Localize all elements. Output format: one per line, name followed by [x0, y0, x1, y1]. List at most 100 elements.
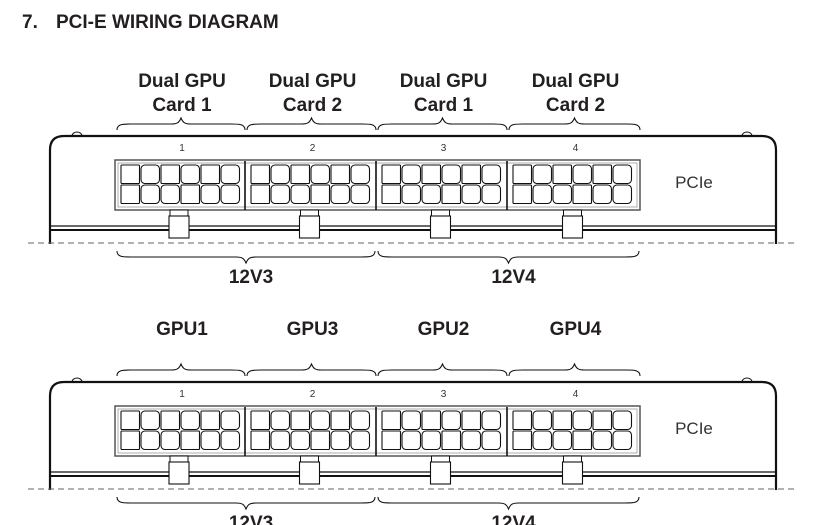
connector-pin — [350, 184, 371, 205]
connector-pin — [220, 164, 241, 185]
rail-label: 12V3 — [229, 267, 273, 288]
connector-pin — [461, 430, 482, 451]
connector-pin — [532, 164, 553, 185]
connector-pin — [310, 164, 331, 185]
top-label-line: Card 1 — [152, 95, 212, 116]
connector-pin — [592, 410, 613, 431]
connector-pin — [220, 410, 241, 431]
connector-pin — [270, 430, 291, 451]
connector-top-label: Dual GPU Card 2 — [532, 71, 620, 116]
top-brace — [377, 116, 508, 131]
connector-pin — [421, 164, 442, 185]
connector-pin — [160, 164, 181, 185]
latch-clip — [431, 455, 450, 463]
connector-pin — [421, 430, 442, 451]
connector-pin — [481, 410, 502, 431]
connector-pin — [381, 430, 402, 451]
connector-pin — [532, 430, 553, 451]
connector-pin — [552, 164, 573, 185]
connector-pin — [250, 430, 271, 451]
connector-pin — [572, 164, 593, 185]
latch-tab — [561, 461, 584, 485]
connector-pin — [481, 184, 502, 205]
latch-clip — [169, 209, 189, 217]
connector-pin — [250, 184, 271, 205]
rail-label: 12V3 — [229, 513, 273, 525]
connector-3: 3 — [375, 389, 502, 485]
connector-pin — [200, 164, 221, 185]
connector-pin — [512, 410, 533, 431]
top-label-line: Dual GPU — [532, 71, 620, 92]
housing-outline — [48, 134, 778, 244]
top-brace — [508, 116, 641, 131]
latch-tab — [298, 461, 321, 485]
connector-pin — [350, 164, 371, 185]
connector-pin — [270, 164, 291, 185]
rail-brace — [116, 496, 376, 511]
connector-pin — [250, 410, 271, 431]
connector-pin — [290, 430, 311, 451]
connector-pin — [461, 184, 482, 205]
connector-top-label: GPU2 — [418, 319, 470, 340]
latch-tab — [429, 215, 452, 239]
connector-pin — [512, 430, 533, 451]
connector-frame-inner — [117, 162, 638, 208]
connector-pin — [612, 164, 633, 185]
page-heading: 7. PCI-E WIRING DIAGRAM — [22, 12, 279, 33]
page-title: PCI-E WIRING DIAGRAM — [56, 12, 279, 33]
connector-number: 3 — [441, 143, 447, 154]
connector-pin — [441, 164, 462, 185]
top-brace — [508, 362, 641, 377]
top-brace — [116, 116, 246, 131]
connector-pin — [330, 184, 351, 205]
latch-clip — [563, 209, 582, 217]
latch-clip — [169, 455, 189, 463]
connector-pin — [592, 184, 613, 205]
connector-pin — [120, 430, 141, 451]
section-number: 7. — [22, 12, 38, 33]
connector-pin — [421, 184, 442, 205]
connector-pin — [401, 164, 422, 185]
top-label-line: Card 2 — [546, 95, 605, 116]
connector-number: 4 — [573, 389, 579, 400]
connector-pin — [612, 184, 633, 205]
connector-top-label: Dual GPU Card 1 — [138, 71, 226, 116]
latch-clip — [300, 455, 319, 463]
connector-pin — [330, 164, 351, 185]
connector-pin — [140, 164, 161, 185]
connector-pin — [140, 410, 161, 431]
connector-pin — [381, 164, 402, 185]
connector-pin — [461, 410, 482, 431]
top-label-line: Dual GPU — [138, 71, 226, 92]
top-brace — [377, 362, 508, 377]
connector-top-label: GPU3 — [287, 319, 339, 340]
connector-pin — [220, 430, 241, 451]
top-label-line: Card 1 — [414, 95, 474, 116]
connector-top-label: GPU4 — [550, 319, 602, 340]
connector-pin — [270, 184, 291, 205]
connector-2: 2 — [244, 389, 371, 485]
connector-pin — [532, 410, 553, 431]
connector-pin — [572, 410, 593, 431]
connector-pin — [250, 164, 271, 185]
connector-pin — [160, 184, 181, 205]
top-brace — [116, 362, 246, 377]
connector-pin — [330, 410, 351, 431]
connector-pin — [441, 410, 462, 431]
connector-number: 1 — [179, 389, 185, 400]
connector-pin — [140, 430, 161, 451]
connector-pin — [512, 184, 533, 205]
connector-pin — [401, 410, 422, 431]
connector-pin — [290, 410, 311, 431]
connector-1: 1 — [120, 143, 241, 239]
connector-pin — [180, 430, 201, 451]
connector-pin — [441, 430, 462, 451]
mount-bump — [741, 377, 753, 383]
connector-pin — [310, 184, 331, 205]
top-label-line: GPU3 — [287, 319, 339, 340]
connector-pin — [200, 184, 221, 205]
